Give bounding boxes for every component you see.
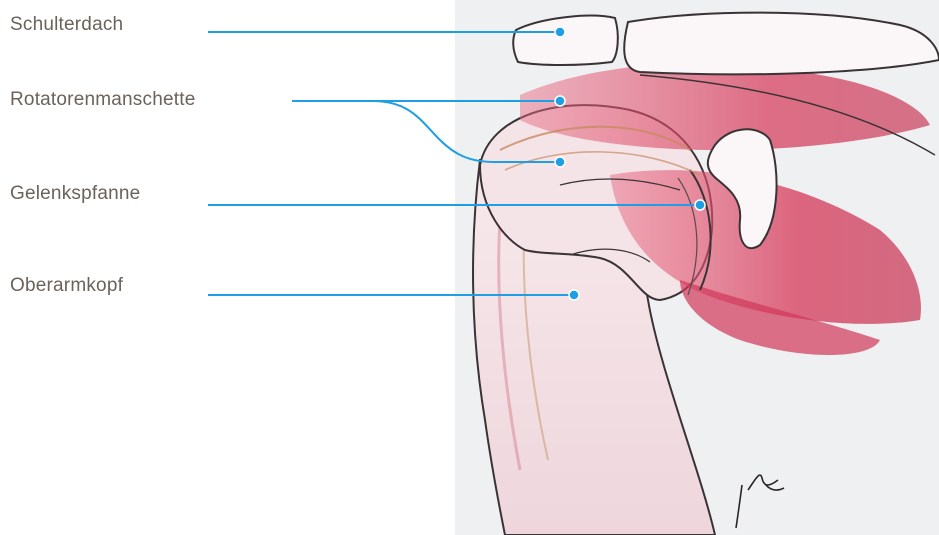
leader-dot-rotator-cuff-lower [555, 157, 565, 167]
leader-dot-glenoid [695, 200, 705, 210]
label-shoulder-roof: Schulterdach [10, 14, 123, 36]
label-glenoid: Gelenkspfanne [10, 183, 140, 205]
label-humeral-head: Oberarmkopf [10, 275, 123, 297]
leader-dot-rotator-cuff-upper [555, 96, 565, 106]
leader-dot-humeral-head [569, 290, 579, 300]
leader-dot-shoulder-roof [555, 27, 565, 37]
label-rotator-cuff: Rotatorenmanschette [10, 89, 195, 111]
